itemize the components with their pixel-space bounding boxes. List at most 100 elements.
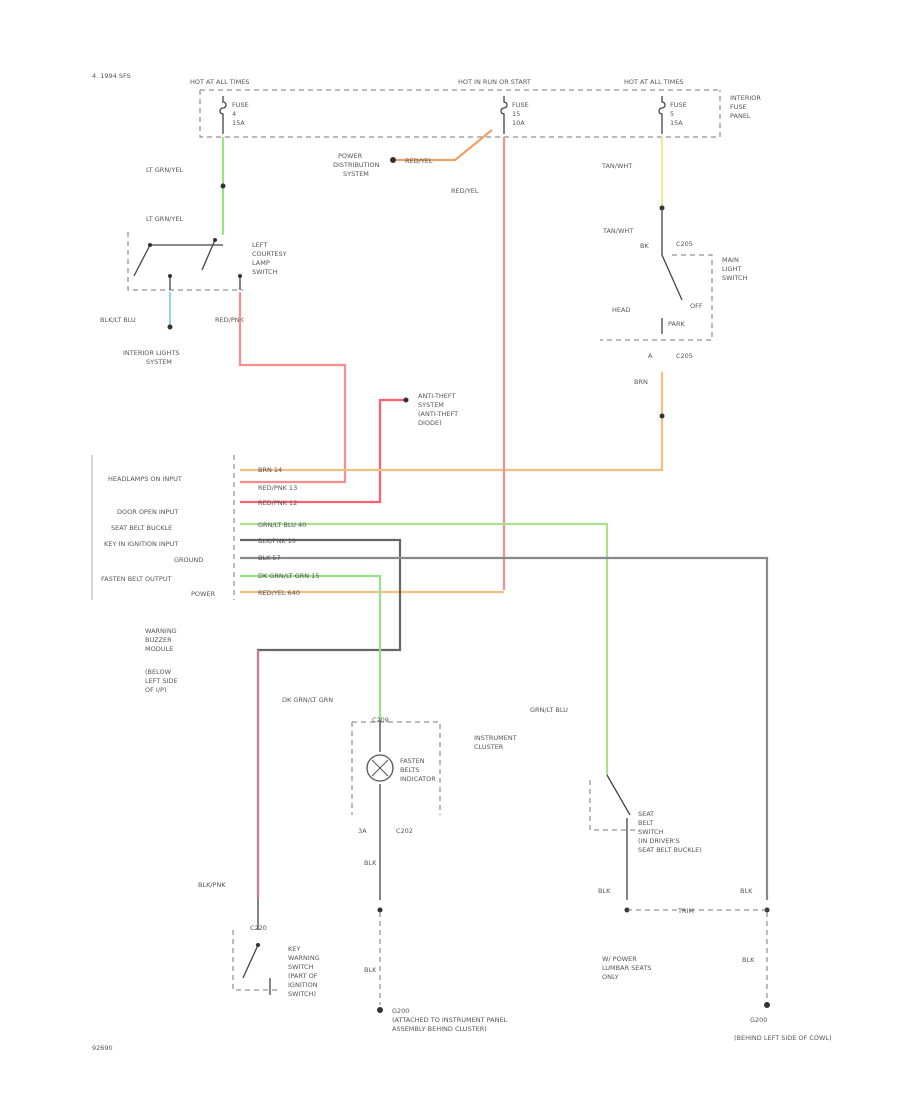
seatbelt-switch-label-3: SWITCH: [638, 828, 664, 836]
power-lumbar-label-1: W/ POWER: [602, 955, 637, 963]
fuse-a-symbol: [219, 96, 227, 134]
ground-center-label-3: ASSEMBLY BEHIND CLUSTER): [392, 1025, 487, 1033]
cluster-outline: [351, 721, 441, 815]
splice-lt-grn-yel: [220, 183, 226, 189]
courtesy-switch-contact-1: [168, 274, 172, 278]
pin-fasten-label: FASTEN BELT OUTPUT: [101, 575, 172, 583]
pin-fasten-wire: DK GRN/LT GRN 15: [258, 572, 319, 580]
indicator-label-3: INDICATOR: [400, 775, 436, 783]
module-label-2: BUZZER: [145, 636, 172, 644]
fuse-b-header: HOT IN RUN OR START: [458, 78, 531, 86]
fuse-c-amps: 15A: [670, 119, 683, 127]
fuse-panel-label-3: PANEL: [730, 112, 751, 120]
main-switch-term-left: BK: [640, 242, 649, 250]
main-switch-contacts: [661, 208, 683, 334]
fuse-b-label: FUSE: [512, 101, 529, 109]
headlamp-wire-color: BRN: [634, 378, 648, 386]
main-switch-bottom-term: A: [648, 352, 653, 360]
power-dist-wire-color: RED/YEL: [405, 157, 433, 165]
interior-lights-label-1: INTERIOR LIGHTS: [123, 349, 180, 357]
power-lumbar-code: TRIM: [677, 907, 694, 915]
pin-door-open-wire-2: RED/PNK 12: [258, 499, 297, 507]
fuse-panel-label-1: INTERIOR: [730, 94, 761, 102]
ground-center-label-2: (ATTACHED TO INSTRUMENT PANEL: [392, 1016, 508, 1024]
main-switch-outline: [600, 254, 713, 341]
main-switch-label-1: MAIN: [722, 256, 739, 264]
pin-headlamps-wire: BRN 14: [258, 466, 282, 474]
indicator-label-1: FASTEN: [400, 757, 425, 765]
power-dist-label-2: DISTRIBUTION: [333, 161, 380, 169]
module-label-4: (BELOW: [145, 668, 172, 676]
ground-right-terminal: [764, 1002, 770, 1008]
indicator-label-2: BELTS: [400, 766, 419, 774]
fuse-panel-label-2: FUSE: [730, 103, 747, 111]
anti-theft-label-2: SYSTEM: [418, 401, 444, 409]
power-dist-label-1: POWER: [338, 152, 363, 160]
fuse-a-label: FUSE: [232, 101, 249, 109]
pin-power-wire: RED/YEL 640: [258, 589, 300, 597]
courtesy-switch-contacts: [133, 239, 241, 290]
power-lumbar-label-2: LUMBAR SEATS: [602, 964, 651, 972]
dk-grn-lt-grn-label: DK GRN/LT GRN: [282, 696, 333, 704]
tan-wht-label-2: TAN/WHT: [602, 227, 633, 235]
wire-fasten-belt-output: [240, 574, 382, 720]
cluster-label-2: CLUSTER: [474, 743, 504, 751]
tan-wht-label-1: TAN/WHT: [601, 162, 632, 170]
fuse-b-number: 15: [512, 110, 520, 118]
cluster-blk-1: BLK: [364, 859, 377, 867]
page-label: 4. 1994 SFS: [92, 72, 131, 80]
key-switch-pivot: [256, 943, 260, 947]
main-switch-label-3: SWITCH: [722, 274, 748, 282]
key-switch-outline: [232, 930, 280, 991]
main-switch-off: OFF: [690, 302, 703, 310]
wire-ground: [240, 556, 769, 900]
ground-right-label-1: G200: [750, 1016, 767, 1024]
module-pins: HEADLAMPS ON INPUT BRN 14 RED/PNK 13 RED…: [101, 466, 319, 598]
seatbelt-switch-contact: [606, 774, 631, 900]
courtesy-switch-label-4: SWITCH: [252, 268, 278, 276]
courtesy-switch-label-2: COURTESY: [252, 250, 287, 258]
interior-lights-label-2: SYSTEM: [146, 358, 172, 366]
seatbelt-switch-label-1: SEAT: [638, 810, 654, 818]
ground-right-blk: BLK: [742, 956, 755, 964]
key-switch-label-3: SWITCH: [288, 963, 314, 971]
pin-key-in-label: KEY IN IGNITION INPUT: [104, 540, 178, 548]
wire-power-distribution: [396, 129, 493, 162]
wire-headlamps-on: [240, 372, 664, 472]
key-switch-label-2: WARNING: [288, 954, 320, 962]
cluster-label-1: INSTRUMENT: [474, 734, 517, 742]
footer-code: 92690: [92, 1044, 113, 1052]
fuse-b-symbol: [500, 96, 508, 134]
courtesy-switch-outline: [127, 232, 243, 291]
blk-pnk-label: BLK/PNK: [198, 881, 226, 889]
pin-ground-label: GROUND: [174, 556, 203, 564]
pin-seatbelt-wire: GRN/LT BLU 40: [258, 521, 306, 529]
ground-right-label-3: (BEHIND LEFT SIDE OF COWL): [734, 1034, 832, 1042]
blk-lt-blu-label: BLK/LT BLU: [100, 316, 136, 324]
cluster-blk-2: BLK: [364, 966, 377, 974]
seatbelt-switch-label-2: BELT: [638, 819, 653, 827]
cluster-bottom-term: 3A: [358, 827, 367, 835]
main-switch-bottom-conn: C205: [676, 352, 693, 360]
fuse-panel-outline: [199, 89, 721, 138]
splice-headlamp: [659, 413, 665, 419]
pin-key-in-wire: BLK/PNK 10: [258, 537, 296, 545]
seatbelt-switch-outline: [589, 780, 640, 831]
key-switch-label-4: (PART OF: [288, 972, 318, 980]
module-label-3: MODULE: [145, 645, 173, 653]
seatbelt-switch-label-5: SEAT BELT BUCKLE): [638, 846, 702, 854]
cluster-bottom-conn: C202: [396, 827, 413, 835]
main-switch-connector: C205: [676, 240, 693, 248]
interior-lights-connector: [167, 324, 173, 330]
anti-theft-label-1: ANTI-THEFT: [418, 392, 456, 400]
module-label-6: OF I/P): [145, 686, 166, 694]
main-switch-label-2: LIGHT: [722, 265, 741, 273]
pin-seatbelt-label: SEAT BELT BUCKLE: [111, 524, 172, 532]
fasten-belts-lamp: [366, 754, 394, 782]
courtesy-switch-contact-2: [238, 274, 242, 278]
pin-headlamps-label: HEADLAMPS ON INPUT: [108, 475, 182, 483]
fuse-a-header: HOT AT ALL TIMES: [190, 78, 250, 86]
fuse-a-amps: 15A: [232, 119, 245, 127]
